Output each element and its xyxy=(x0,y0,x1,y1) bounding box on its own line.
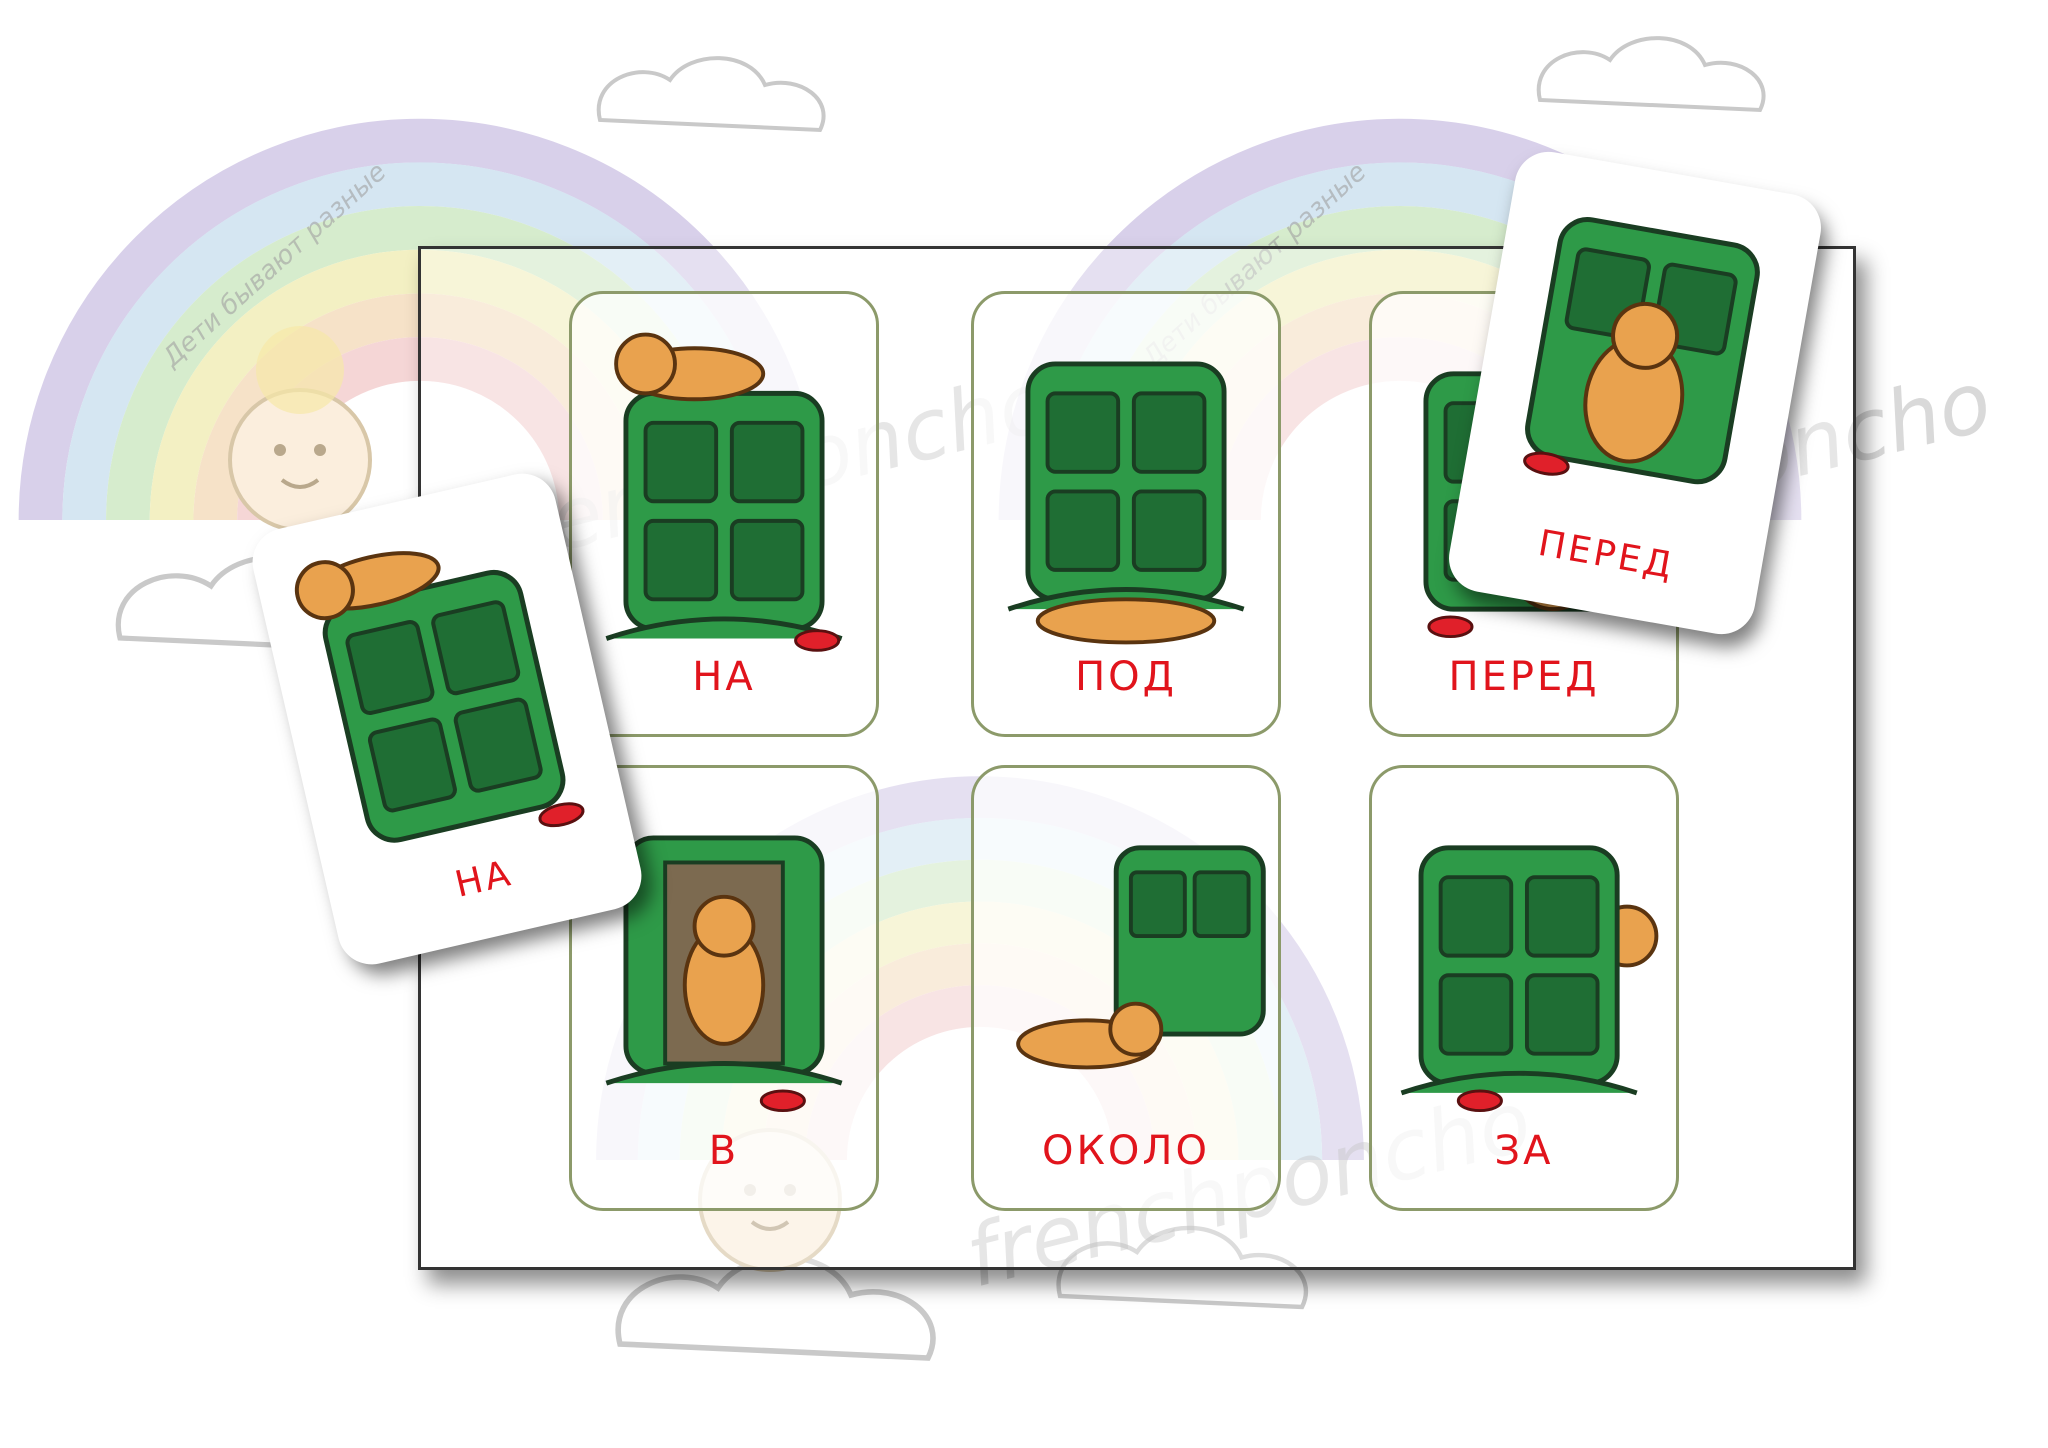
slot-label: ОКОЛО xyxy=(1042,1128,1210,1174)
slot-label: НА xyxy=(692,654,756,700)
wardrobe-dog-under-illustration xyxy=(1007,361,1245,645)
loose-card-in-front[interactable]: ПЕРЕД xyxy=(1443,146,1827,640)
wardrobe-dog-behind-illustration xyxy=(1400,845,1659,1113)
board-slot-on[interactable]: НА xyxy=(569,291,879,737)
board-slot-under[interactable]: ПОД xyxy=(971,291,1281,737)
board-slot-behind[interactable]: ЗА xyxy=(1369,765,1679,1211)
board-slot-in[interactable]: В xyxy=(569,765,879,1211)
slot-label: ЗА xyxy=(1494,1128,1554,1174)
lotto-board: НА ПОД ПЕРЕД xyxy=(418,246,1856,1270)
board-slot-near[interactable]: ОКОЛО xyxy=(971,765,1281,1211)
slot-label: В xyxy=(708,1128,740,1174)
wardrobe-dog-inside-illustration xyxy=(605,835,843,1113)
wardrobe-dog-on-top-illustration xyxy=(294,551,585,843)
slot-label: ПОД xyxy=(1075,654,1177,700)
wardrobe-dog-on-top-illustration xyxy=(605,332,843,652)
wardrobe-dog-near-illustration xyxy=(1016,845,1266,1070)
wardrobe-dog-in-front-illustration xyxy=(1523,217,1760,485)
slot-label: ПЕРЕД xyxy=(1448,654,1600,700)
loose-card-on[interactable]: НА xyxy=(245,466,649,972)
